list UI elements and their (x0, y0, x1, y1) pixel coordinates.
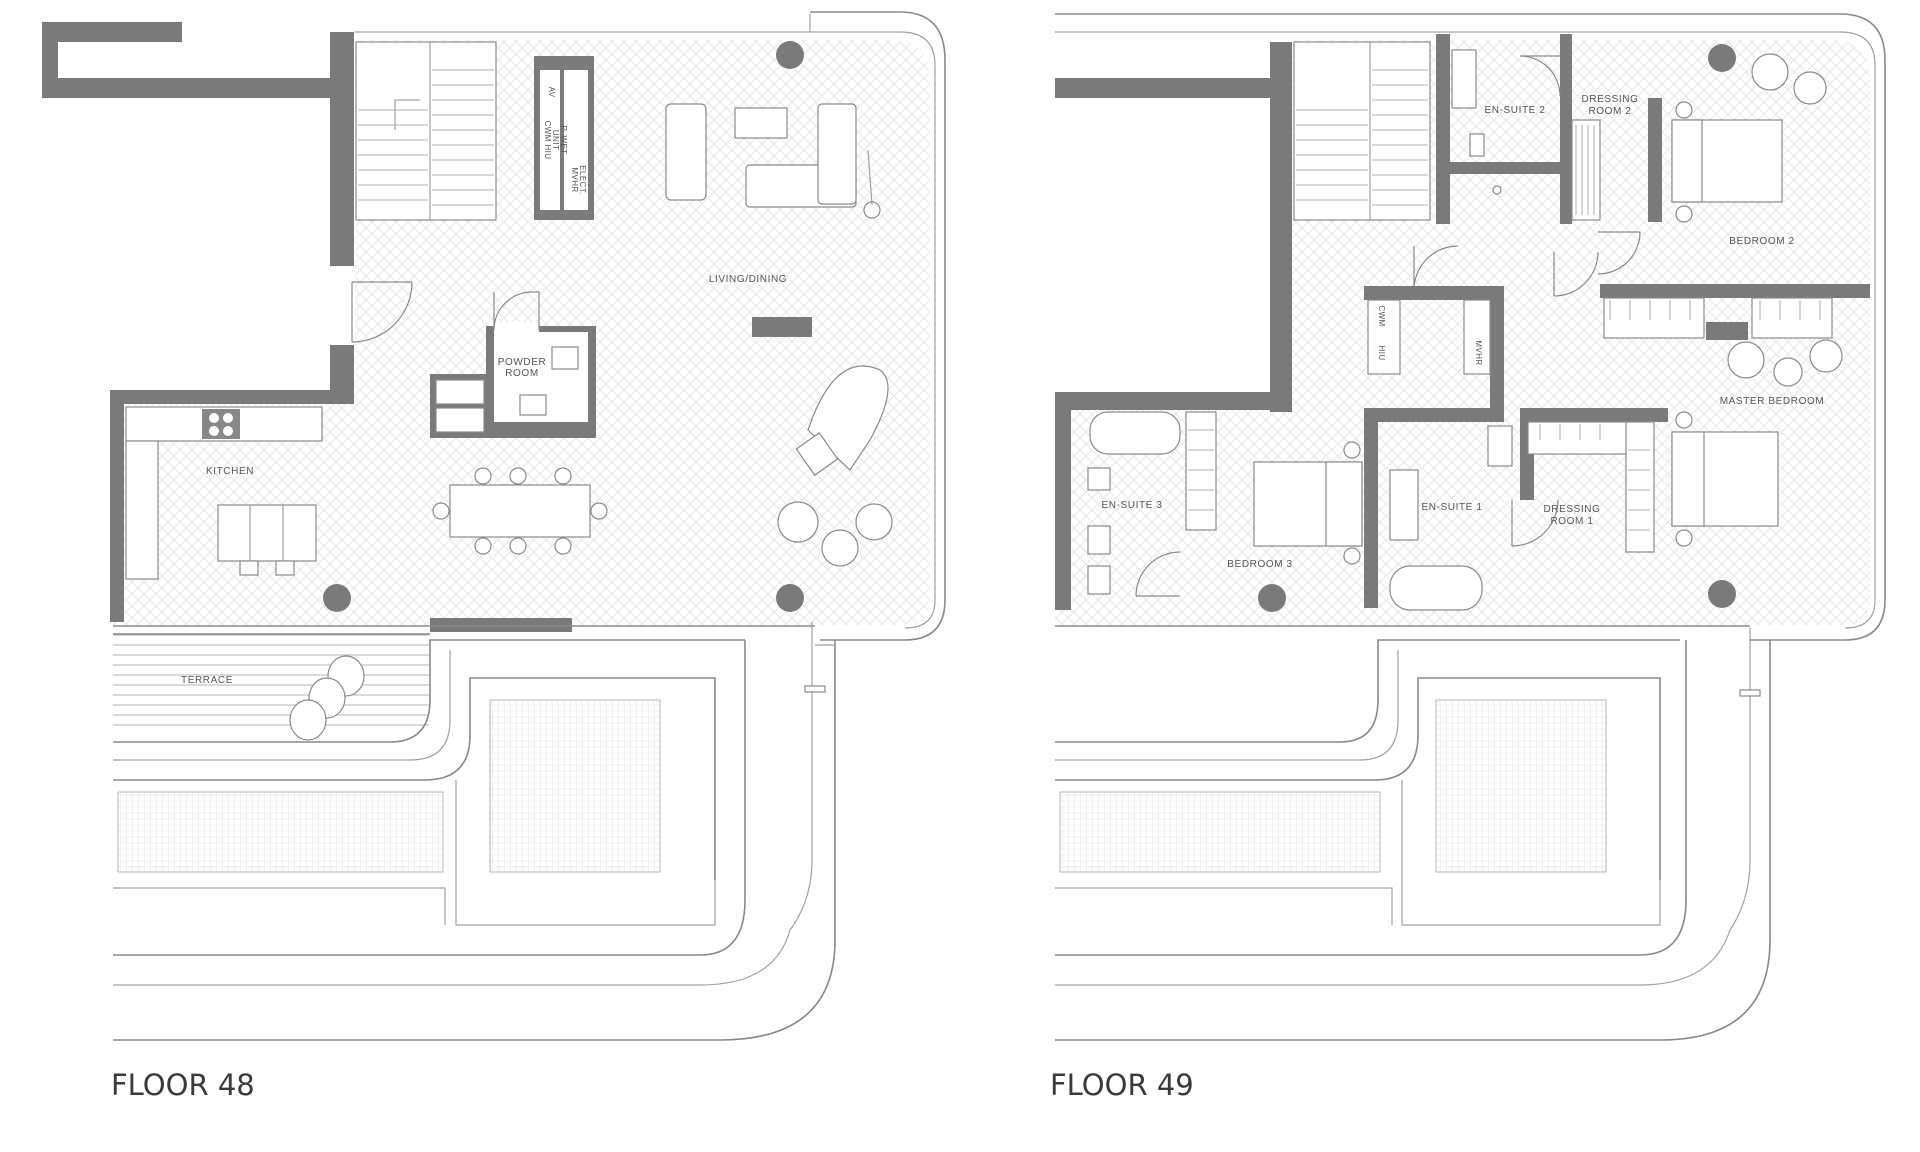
room-label-dressing-room-1-line2: ROOM 1 (1550, 516, 1593, 527)
en-suite-3 (1087, 411, 1217, 597)
room-label-en-suite-2: EN-SUITE 2 (1484, 105, 1545, 116)
column (1708, 580, 1736, 608)
room-label-living-dining: LIVING/DINING (709, 274, 787, 285)
terrace-deck (113, 633, 430, 741)
master-bed (1671, 411, 1779, 547)
dressing-room-2 (1571, 98, 1662, 222)
column (323, 584, 351, 612)
room-label-en-suite-3: EN-SUITE 3 (1101, 500, 1162, 511)
column (776, 584, 804, 612)
room-label-kitchen: KITCHEN (206, 466, 254, 477)
room-label-master-bedroom: MASTER BEDROOM (1720, 396, 1825, 407)
utility-label-p-wet: P. WET (559, 126, 568, 155)
room-label-bedroom-3: BEDROOM 3 (1227, 559, 1292, 570)
room-label-dressing-room-2-line2: ROOM 2 (1588, 106, 1631, 117)
floor-49-plan: CWM HIU MVHR (1050, 13, 1886, 1102)
powder-room (430, 291, 596, 438)
bedroom-2-furniture (1671, 53, 1827, 223)
utility-label-av: AV (547, 87, 556, 98)
floor-48-plan: AV CWM HIU UNIT P. WET MVHR ELECT. (42, 11, 946, 1102)
floor-48-living-furniture (665, 103, 881, 219)
tv-unit (752, 317, 812, 337)
room-label-en-suite-1: EN-SUITE 1 (1421, 502, 1482, 513)
utility-label-mvhr: MVHR (570, 167, 579, 192)
floor-49-outer-planters (1055, 628, 1771, 1041)
room-label-powder-room-line2: ROOM (505, 368, 539, 379)
utility-label-elect: ELECT. (578, 165, 587, 195)
grand-piano (795, 365, 889, 476)
dining-table (432, 467, 608, 555)
utility-label-unit: UNIT (551, 130, 560, 150)
bedroom-3-furniture (1253, 441, 1363, 565)
floor-49-title: FLOOR 49 (1050, 1068, 1194, 1102)
room-label-powder-room-line1: POWDER (498, 357, 547, 368)
master-wardrobe (1600, 284, 1870, 387)
floor-48-title: FLOOR 48 (111, 1068, 255, 1102)
floor-49-staircase (1293, 41, 1431, 221)
dressing-room-1 (1527, 408, 1668, 553)
floor-48-utility-cupboard: AV CWM HIU UNIT P. WET MVHR ELECT. (534, 56, 594, 220)
room-label-bedroom-2: BEDROOM 2 (1729, 236, 1794, 247)
room-label-dressing-room-1-line1: DRESSING (1543, 504, 1600, 515)
floor-49-utility-cupboards: CWM HIU MVHR (1364, 286, 1504, 410)
floor-48-outer-planters (113, 622, 836, 1041)
utility-label-mvhr-49: MVHR (1474, 340, 1483, 365)
room-label-dressing-room-2-line1: DRESSING (1581, 94, 1638, 105)
room-label-terrace: TERRACE (181, 675, 233, 686)
column (1708, 44, 1736, 72)
column (776, 41, 804, 69)
kitchen-units (125, 406, 323, 580)
column (1258, 584, 1286, 612)
floor-48-staircase (355, 41, 497, 221)
utility-label-cwm-hiu: CWM HIU (543, 121, 552, 160)
utility-label-cwm: CWM (1377, 305, 1386, 326)
en-suite-2 (1436, 34, 1572, 224)
utility-label-hiu: HIU (1377, 346, 1386, 361)
